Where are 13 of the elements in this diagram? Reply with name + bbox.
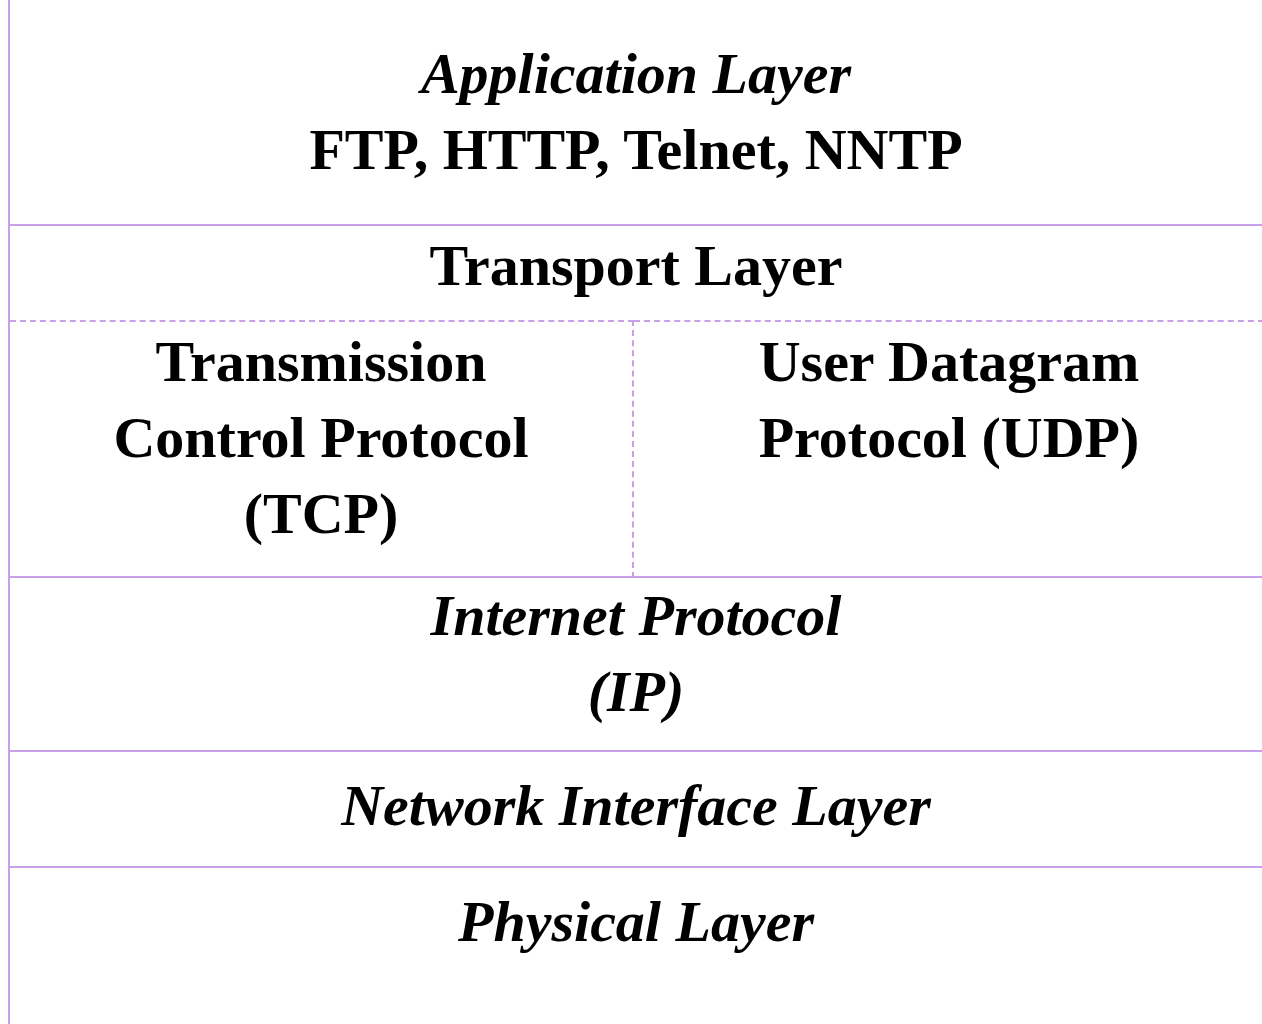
protocol-cell	[10, 320, 634, 578]
layer-band	[8, 226, 1262, 578]
layer-title: Transport Layer	[428, 232, 844, 300]
layer-band	[8, 0, 1262, 226]
layer-title: Application Layer	[417, 40, 853, 108]
protocol-name: Transmission Control Protocol (TCP)	[112, 328, 530, 548]
layer-title: Network Interface Layer	[339, 772, 932, 840]
protocol-list: FTP, HTTP, Telnet, NNTP	[136, 112, 1136, 188]
protocol-name: User Datagram Protocol (UDP)	[757, 328, 1141, 472]
layer-band	[8, 578, 1262, 752]
layer-title: Physical Layer	[457, 888, 816, 956]
protocol-name: Internet Protocol (IP)	[429, 582, 843, 726]
layer-band	[8, 752, 1262, 868]
